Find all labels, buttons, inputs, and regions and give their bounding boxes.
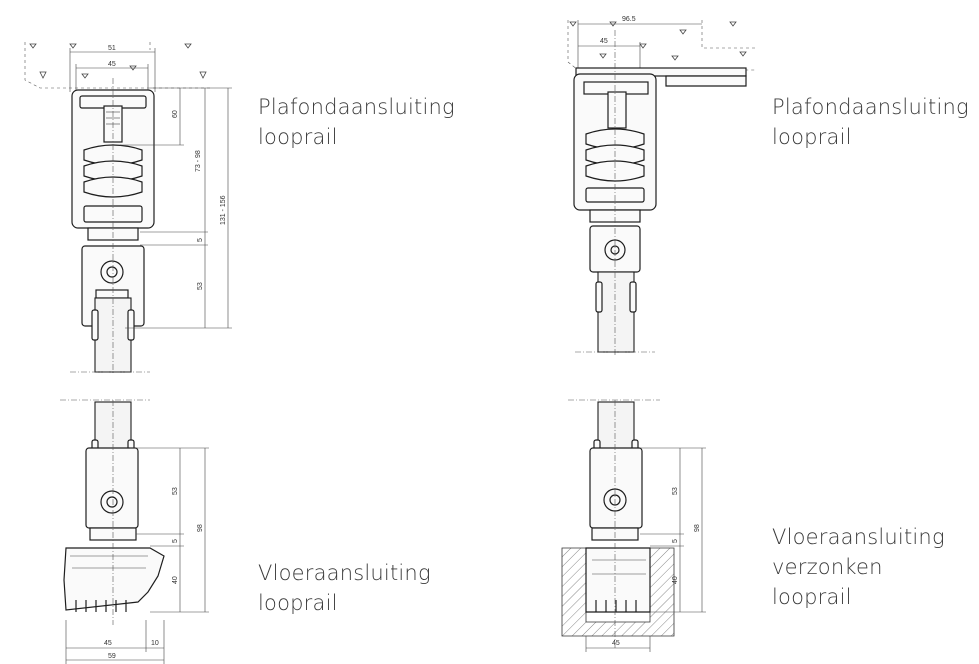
caption-ceiling-left-line1: Plafondaansluiting [258,95,455,119]
drawing-ceiling-connection-right: 96.5 45 [567,16,755,355]
caption-floor-sunken-line1: Vloeraansluiting [772,525,945,549]
caption-ceiling-right: Plafondaansluiting looprail [772,92,969,152]
caption-ceiling-right-line1: Plafondaansluiting [772,95,969,119]
dim-45-floor: 45 [104,640,112,647]
dim-98-sunken: 98 [694,524,701,532]
caption-floor-sunken-line2: verzonken [772,555,883,579]
caption-floor-sunken: Vloeraansluiting verzonken looprail [772,522,945,612]
dim-53: 53 [197,282,204,290]
drawing-ceiling-connection-left: 51 45 60 73 - [24,42,232,375]
dim-53-sunken: 53 [672,487,679,495]
caption-ceiling-left: Plafondaansluiting looprail [258,92,455,152]
dim-10-floor: 10 [151,640,159,647]
caption-floor-left-line2: looprail [258,591,338,615]
dim-53-floor: 53 [172,487,179,495]
dim-width-outer-right: 96.5 [622,16,636,23]
caption-ceiling-left-line2: looprail [258,125,338,149]
dim-40-sunken: 40 [672,576,679,584]
dim-45-sunken: 45 [612,640,620,647]
caption-floor-sunken-line3: looprail [772,585,852,609]
dim-width-outer: 51 [108,45,116,52]
caption-floor-left-line1: Vloeraansluiting [258,561,431,585]
caption-ceiling-right-line2: looprail [772,125,852,149]
dim-60: 60 [172,110,179,118]
dim-5-floor: 5 [172,539,179,543]
dim-59-floor: 59 [108,653,116,660]
dim-98-floor: 98 [197,524,204,532]
dim-40-floor: 40 [172,576,179,584]
drawing-floor-connection-sunken: 53 98 5 40 45 [561,399,706,652]
dim-width-inner: 45 [108,61,116,68]
dim-5: 5 [197,238,204,242]
drawing-floor-connection-left: 53 98 5 40 45 10 59 [60,399,209,664]
dim-5-sunken: 5 [672,539,679,543]
dim-width-inner-right: 45 [600,38,608,45]
dim-73-98: 73 - 98 [195,150,202,172]
caption-floor-left: Vloeraansluiting looprail [258,558,431,618]
dim-131-156: 131 - 156 [220,195,227,225]
